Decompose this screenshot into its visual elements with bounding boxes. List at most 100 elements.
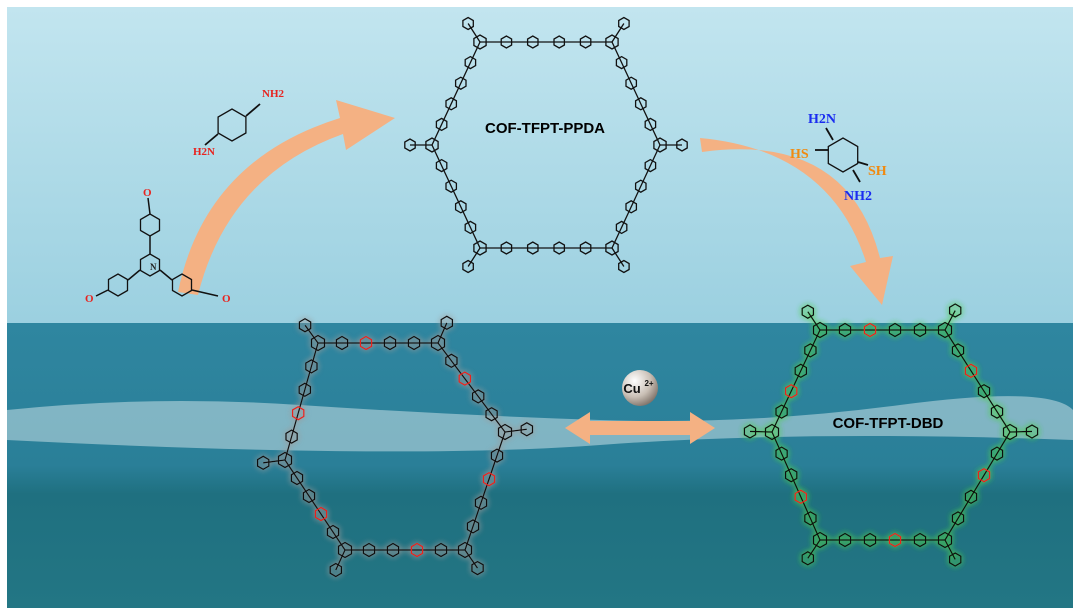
aldehyde-oxygen-left: O: [85, 293, 94, 305]
phenyl-ring: [634, 97, 647, 111]
phenyl-ring: [775, 446, 788, 461]
phenyl-ring: [784, 467, 798, 483]
node-arm: [944, 539, 956, 560]
phenyl-ring: [454, 200, 467, 214]
linker-bond: [284, 342, 319, 461]
bond: [159, 269, 173, 281]
bond: [204, 133, 219, 146]
triazine-nitrogen: N: [150, 262, 157, 272]
phenyl-ring: [804, 343, 817, 358]
triazine-node: [605, 34, 619, 50]
phenyl-ring: [462, 16, 474, 31]
phenyl-ring: [454, 76, 467, 90]
phenyl-ring: [801, 304, 815, 319]
phenyl-ring: [948, 303, 962, 318]
phenyl-ring: [474, 495, 488, 511]
phenyl-ring: [553, 35, 566, 49]
cof-ppda-label: COF-TFPT-PPDA: [485, 120, 605, 137]
bond: [191, 289, 219, 297]
ppda-monomer: [204, 103, 261, 146]
phenyl-ring: [435, 158, 448, 173]
phenyl-ring: [298, 317, 312, 333]
phenyl-ring: [964, 489, 978, 505]
phenyl-ring: [139, 213, 161, 237]
phenyl-ring: [326, 524, 340, 540]
phenyl-ring: [743, 424, 757, 439]
phenyl-ring: [838, 322, 852, 338]
phenyl-ring: [490, 448, 504, 463]
node-arm: [749, 430, 773, 433]
phenyl-ring: [171, 273, 193, 297]
bond: [857, 161, 869, 166]
phenyl-ring: [951, 343, 965, 358]
dbd-thiol-left: HS: [790, 147, 809, 162]
phenyl-ring: [618, 259, 630, 274]
linker-bond: [611, 41, 661, 146]
phenyl-ring: [625, 76, 638, 90]
phenyl-ring: [579, 241, 592, 255]
tfpt-monomer: [95, 197, 219, 297]
phenyl-ring: [625, 200, 638, 214]
linker-bond: [771, 431, 821, 541]
linker-bond: [464, 431, 506, 551]
phenyl-ring: [500, 241, 513, 255]
phenyl-ring: [913, 322, 927, 338]
triazine-node: [497, 423, 513, 441]
cof-dbd-label: COF-TFPT-DBD: [833, 415, 944, 432]
phenyl-ring: [256, 455, 270, 471]
triazine-node: [937, 321, 953, 339]
phenyl-ring: [335, 335, 349, 351]
phenyl-ring: [383, 335, 397, 351]
phenyl-ring: [471, 560, 484, 576]
phenyl-ring: [404, 138, 416, 152]
node-arm: [944, 310, 956, 331]
triazine-node: [430, 334, 446, 352]
phenyl-ring: [794, 363, 808, 379]
benzene-ring: [217, 108, 247, 142]
copper-ion-sphere: [622, 370, 658, 406]
phenyl-ring: [863, 532, 877, 548]
phenyl-ring: [520, 422, 534, 437]
triazine-node: [473, 240, 487, 256]
phenyl-ring: [526, 241, 539, 255]
triazine-node: [277, 451, 293, 469]
node-arm: [335, 549, 346, 571]
aldehyde-oxygen-top: O: [143, 187, 152, 199]
phenyl-ring: [579, 35, 592, 49]
phenyl-ring: [618, 16, 630, 31]
phenyl-ring: [302, 488, 316, 504]
phenyl-ring: [485, 406, 498, 422]
linker-ring: [784, 383, 798, 399]
dbd-monomer: [815, 127, 869, 183]
phenyl-ring: [526, 35, 539, 49]
linker-bond: [431, 41, 481, 146]
linker-ring: [359, 335, 373, 351]
phenyl-ring: [305, 359, 318, 374]
phenyl-ring: [888, 322, 902, 338]
linker-bond: [284, 459, 346, 551]
phenyl-ring: [445, 353, 458, 369]
benzene-ring: [827, 137, 859, 173]
aldehyde-oxygen-right: O: [222, 293, 231, 305]
node-arm: [464, 549, 479, 569]
ppda-amine-left: H2N: [193, 146, 215, 158]
triazine-node: [473, 34, 487, 50]
phenyl-ring: [464, 220, 477, 235]
phenyl-ring: [644, 158, 657, 173]
linker-ring: [964, 363, 978, 379]
phenyl-ring: [804, 511, 817, 526]
synthesis-arrow-2: [700, 138, 893, 305]
phenyl-ring: [951, 511, 965, 526]
phenyl-ring: [1025, 424, 1039, 439]
phenyl-ring: [462, 259, 474, 274]
node-arm: [467, 23, 481, 43]
triazine-node: [605, 240, 619, 256]
node-arm: [611, 247, 625, 267]
linker-ring: [977, 467, 991, 483]
phenyl-ring: [990, 446, 1004, 461]
phenyl-ring: [500, 35, 513, 49]
triazine-node: [337, 541, 353, 559]
dbd-amine-bottom: NH2: [844, 189, 872, 204]
